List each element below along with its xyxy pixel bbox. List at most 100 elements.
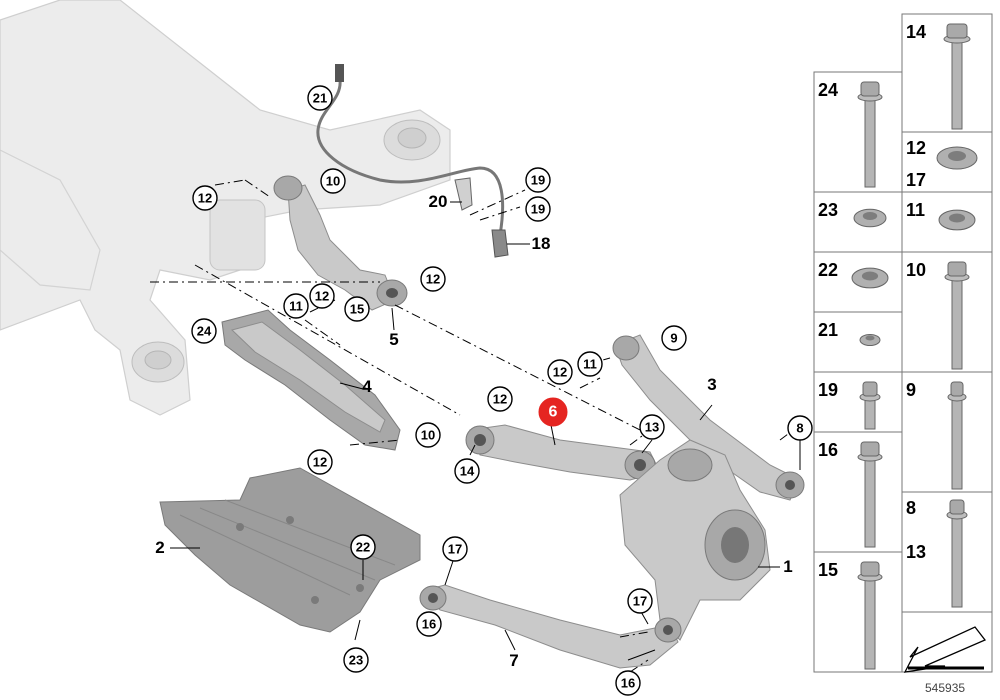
callout-16[interactable]: 16	[416, 611, 442, 637]
callout-circle	[416, 611, 442, 637]
direction-arrow-icon	[903, 626, 987, 673]
leader-lines	[170, 201, 801, 661]
callout-19[interactable]: 19	[525, 167, 551, 193]
nut-icon	[853, 208, 887, 228]
callout-circle	[309, 283, 335, 309]
panel-label-11: 11	[906, 200, 925, 220]
callout-number: 17	[448, 542, 462, 557]
callout-number: 11	[583, 357, 597, 372]
callout-number: 16	[422, 617, 436, 632]
panel-label-13: 13	[906, 542, 926, 562]
panel-label-12: 12	[906, 138, 926, 158]
callout-circle	[661, 325, 687, 351]
callout-number: 13	[645, 420, 659, 435]
callout-number: 15	[350, 302, 364, 317]
callout-number: 12	[426, 272, 440, 287]
callout-number: 8	[796, 421, 803, 436]
callout-10[interactable]: 10	[320, 168, 346, 194]
callout-circle	[283, 293, 309, 319]
callout-highlighted-6[interactable]: 6	[538, 397, 568, 427]
callout-8[interactable]: 8	[787, 415, 813, 441]
bolt-icon	[857, 81, 883, 188]
callout-circle	[415, 422, 441, 448]
part-label-1[interactable]: 1	[783, 557, 792, 576]
callout-circle	[307, 85, 333, 111]
callout-14[interactable]: 14	[454, 458, 480, 484]
camber-arm-4	[221, 309, 401, 451]
callout-17[interactable]: 17	[442, 536, 468, 562]
callout-circle	[191, 318, 217, 344]
callout-23[interactable]: 23	[343, 647, 369, 673]
hardware-panel-right	[901, 13, 993, 673]
callout-22[interactable]: 22	[350, 534, 376, 560]
bolt-icon	[946, 499, 968, 608]
callout-number: 11	[289, 299, 303, 314]
callout-12[interactable]: 12	[547, 359, 573, 385]
panel-label-19: 19	[818, 380, 838, 400]
callout-19[interactable]: 19	[525, 196, 551, 222]
callout-24[interactable]: 24	[191, 318, 217, 344]
nut-icon	[851, 267, 889, 289]
callout-number: 10	[326, 174, 340, 189]
panel-label-16: 16	[818, 440, 838, 460]
callout-11[interactable]: 11	[283, 293, 309, 319]
callout-number: 12	[198, 191, 212, 206]
callout-number: 19	[531, 173, 545, 188]
callout-circle	[538, 397, 568, 427]
callout-number: 9	[670, 331, 677, 346]
callout-circle	[577, 351, 603, 377]
bolt-icon	[947, 381, 967, 490]
callout-circle	[454, 458, 480, 484]
callout-circle	[487, 386, 513, 412]
callout-number: 12	[553, 365, 567, 380]
callout-10[interactable]: 10	[415, 422, 441, 448]
part-label-4[interactable]: 4	[362, 377, 372, 396]
callout-circle	[615, 670, 641, 696]
callout-circle	[350, 534, 376, 560]
panel-label-21: 21	[818, 320, 838, 340]
callout-12[interactable]: 12	[309, 283, 335, 309]
callout-17[interactable]: 17	[627, 588, 653, 614]
nut-icon	[859, 334, 881, 346]
callout-12[interactable]: 12	[307, 449, 333, 475]
part-label-2[interactable]: 2	[155, 538, 164, 557]
callout-number: 19	[531, 202, 545, 217]
bolt-icon	[857, 561, 883, 670]
callout-circle	[547, 359, 573, 385]
callout-number: 10	[421, 428, 435, 443]
part-label-7[interactable]: 7	[509, 651, 518, 670]
wishbone-7	[419, 584, 682, 669]
panel-label-22: 22	[818, 260, 838, 280]
callout-number: 16	[621, 676, 635, 691]
part-label-18[interactable]: 18	[532, 234, 551, 253]
callout-number: 17	[633, 594, 647, 609]
bolt-icon	[943, 23, 971, 130]
part-label-3[interactable]: 3	[707, 375, 716, 394]
callout-12[interactable]: 12	[192, 185, 218, 211]
callout-12[interactable]: 12	[487, 386, 513, 412]
bolt-icon	[857, 441, 883, 548]
callout-number: 14	[460, 464, 475, 479]
underbody-shield-2	[159, 467, 421, 633]
callout-16[interactable]: 16	[615, 670, 641, 696]
callout-number: 6	[549, 404, 558, 421]
callout-21[interactable]: 21	[307, 85, 333, 111]
callout-12[interactable]: 12	[420, 266, 446, 292]
callout-15[interactable]: 15	[344, 296, 370, 322]
callout-13[interactable]: 13	[639, 414, 665, 440]
callout-circle	[420, 266, 446, 292]
callout-circle	[344, 296, 370, 322]
rear-subframe-illustration	[0, 0, 451, 416]
panel-label-9: 9	[906, 380, 916, 400]
panel-label-15: 15	[818, 560, 838, 580]
part-label-5[interactable]: 5	[389, 330, 398, 349]
panel-label-14: 14	[906, 22, 926, 42]
callout-9[interactable]: 9	[661, 325, 687, 351]
callout-circle	[525, 167, 551, 193]
callout-11[interactable]: 11	[577, 351, 603, 377]
part-label-20[interactable]: 20	[429, 192, 448, 211]
callout-number: 24	[197, 324, 212, 339]
